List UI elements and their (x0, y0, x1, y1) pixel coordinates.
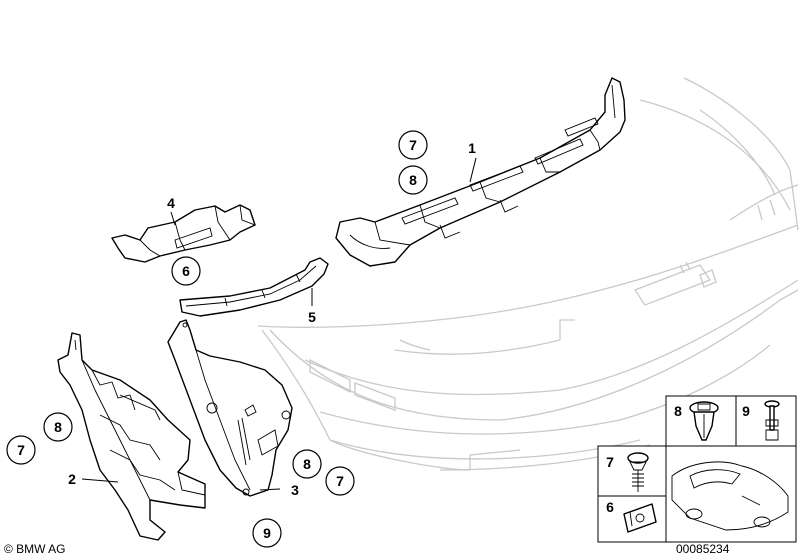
svg-text:9: 9 (263, 525, 271, 541)
svg-text:8: 8 (409, 172, 417, 188)
inset-label-7: 7 (606, 454, 614, 470)
fastener-inset: 8 9 7 6 (597, 395, 797, 543)
svg-text:7: 7 (17, 442, 25, 458)
callout-labels: 1 4 5 2 3 7 8 6 8 7 8 7 (6, 130, 476, 548)
callout-4: 4 (167, 195, 175, 211)
inset-label-6: 6 (606, 499, 614, 515)
callout-circle-9-bottom: 9 (252, 518, 282, 548)
inset-label-8: 8 (674, 403, 682, 419)
svg-text:7: 7 (409, 137, 417, 153)
callout-1: 1 (468, 140, 476, 156)
part-5-trim-strip (179, 257, 329, 317)
part-1-bumper-carrier (335, 77, 626, 267)
spring-nut-icon (623, 503, 657, 533)
leader-lines (81, 157, 477, 491)
callout-3: 3 (291, 482, 299, 498)
callout-circle-8-left: 8 (43, 412, 73, 442)
svg-text:8: 8 (54, 419, 62, 435)
expanding-clip-icon (689, 401, 719, 441)
part-4-bracket (111, 204, 256, 263)
diagram-number: 00085234 (676, 542, 730, 556)
rivet-icon (627, 452, 649, 492)
callout-circle-7-top: 7 (398, 130, 428, 160)
copyright-text: © BMW AG (4, 542, 66, 556)
part-3-bracket-plate (167, 319, 293, 497)
inset-label-9: 9 (742, 403, 750, 419)
callout-circle-7-right: 7 (325, 466, 355, 496)
callout-circle-8-right: 8 (292, 449, 322, 479)
svg-text:8: 8 (303, 456, 311, 472)
inset-box-vehicle (665, 445, 797, 543)
car-rear-ghost (257, 77, 799, 471)
screw-icon (764, 400, 780, 441)
svg-text:7: 7 (336, 473, 344, 489)
callout-circle-8-top: 8 (398, 165, 428, 195)
callout-circle-6: 6 (171, 256, 201, 286)
callout-circle-7-left: 7 (6, 435, 36, 465)
callout-2: 2 (68, 471, 76, 487)
vehicle-thumbnail-icon (671, 461, 789, 531)
part-2-side-bracket (57, 332, 206, 541)
svg-text:6: 6 (182, 263, 190, 279)
callout-5: 5 (308, 309, 316, 325)
